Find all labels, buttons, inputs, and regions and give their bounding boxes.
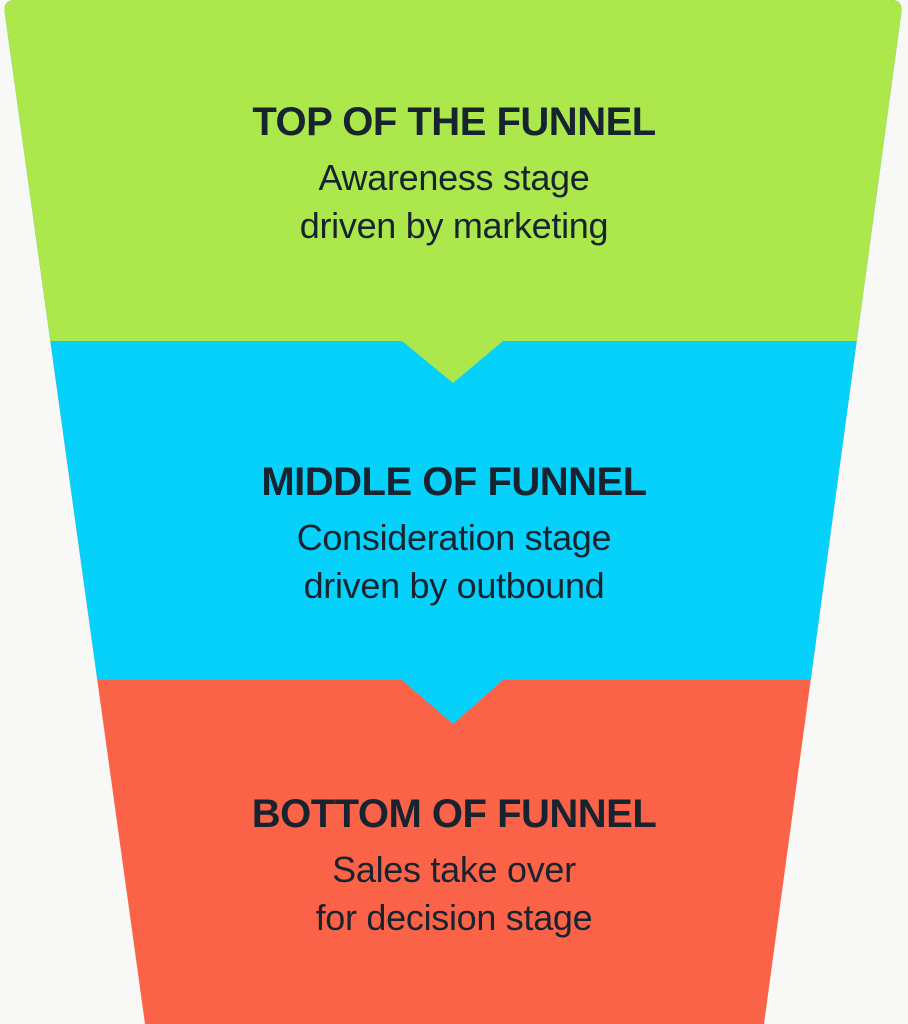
bottom-stage-subtitle: Sales take over for decision stage bbox=[0, 846, 908, 942]
top-stage-shape bbox=[4, 0, 902, 383]
top-stage-subtitle: Awareness stage driven by marketing bbox=[0, 154, 908, 250]
bottom-stage-label: BOTTOM OF FUNNEL Sales take over for deci… bbox=[0, 790, 908, 942]
middle-stage-heading: MIDDLE OF FUNNEL bbox=[261, 460, 647, 504]
top-stage-subtitle-line1: Awareness stage bbox=[318, 157, 590, 198]
top-stage-heading: TOP OF THE FUNNEL bbox=[252, 100, 656, 144]
bottom-stage-subtitle-line2: for decision stage bbox=[315, 897, 593, 938]
top-stage-subtitle-line2: driven by marketing bbox=[299, 205, 609, 246]
middle-stage-subtitle-line2: driven by outbound bbox=[303, 565, 605, 606]
middle-stage-subtitle: Consideration stage driven by outbound bbox=[0, 514, 908, 610]
bottom-stage-subtitle-line1: Sales take over bbox=[332, 849, 576, 890]
top-stage-label: TOP OF THE FUNNEL Awareness stage driven … bbox=[0, 98, 908, 250]
bottom-stage-heading: BOTTOM OF FUNNEL bbox=[251, 792, 657, 836]
middle-stage-subtitle-line1: Consideration stage bbox=[296, 517, 612, 558]
middle-stage-label: MIDDLE OF FUNNEL Consideration stage driv… bbox=[0, 458, 908, 610]
